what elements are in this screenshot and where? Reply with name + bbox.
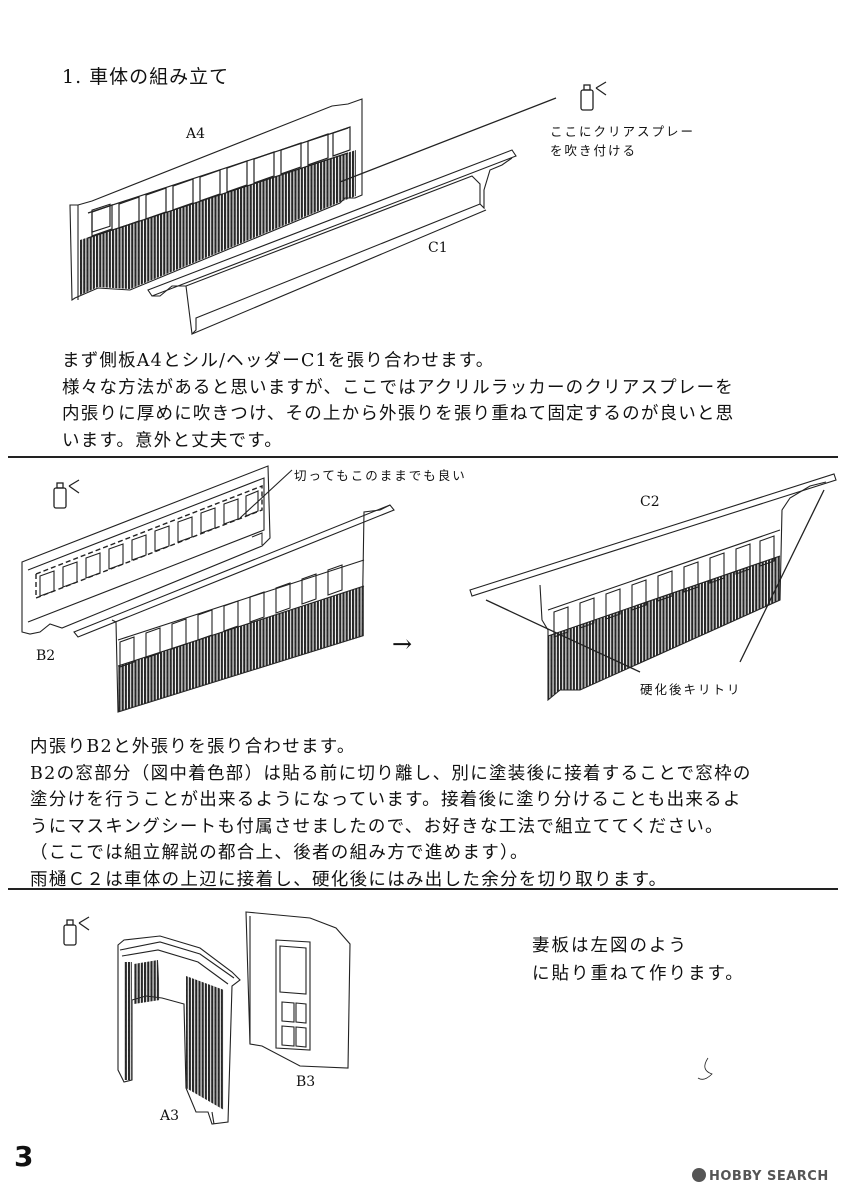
end-panel-a3 bbox=[117, 935, 241, 1125]
spray-can-icon-2 bbox=[53, 479, 80, 509]
spray-can-icon-3 bbox=[63, 916, 90, 946]
assembled-panel-c2 bbox=[469, 473, 837, 702]
part-label-c1: C1 bbox=[428, 240, 448, 256]
spray-leader-line bbox=[339, 97, 557, 183]
stray-mark bbox=[697, 1057, 713, 1080]
a4-windows bbox=[91, 126, 351, 237]
spray-note-line-1: ここにクリアスプレー bbox=[550, 124, 696, 139]
outer-side-panel bbox=[73, 504, 395, 713]
step1-line-4: います。意外と丈夫です。 bbox=[62, 430, 283, 451]
part-label-b2: B2 bbox=[36, 648, 56, 664]
arrow-right-icon: → bbox=[392, 630, 413, 658]
section-title: 1. 車体の組み立て bbox=[62, 66, 230, 88]
trim-note: 硬化後キリトリ bbox=[640, 682, 742, 697]
spray-note-line-2: を吹き付ける bbox=[550, 143, 638, 158]
cut-note-leader bbox=[239, 469, 293, 519]
watermark: HOBBY SEARCH bbox=[692, 1168, 829, 1184]
end-panel-b3 bbox=[245, 911, 351, 1069]
step2-line-1: 内張りB2と外張りを張り合わせます。 bbox=[30, 737, 356, 757]
watermark-text: HOBBY SEARCH bbox=[709, 1169, 829, 1184]
side-panel-a4 bbox=[69, 98, 363, 302]
step1-line-1: まず側板A4とシル/ヘッダーC1を張り合わせます。 bbox=[62, 351, 495, 371]
step1-line-2: 様々な方法があると思いますが、ここではアクリルラッカーのクリアスプレーを bbox=[62, 377, 734, 398]
spray-note: ここにクリアスプレー を吹き付ける bbox=[550, 122, 695, 160]
page-number: 3 bbox=[14, 1140, 34, 1173]
step2-line-4: うにマスキングシートも付属させましたので、お好きな工法で組立ててください。 bbox=[30, 816, 724, 837]
step2-line-5: （ここでは組立解説の都合上、後者の組み方で進めます）。 bbox=[30, 843, 529, 863]
step1-text: まず側板A4とシル/ヘッダーC1を張り合わせます。 様々な方法があると思いますが… bbox=[62, 348, 734, 454]
cut-note: 切ってもこのままでも良い bbox=[294, 468, 467, 483]
step2-line-6: 雨樋Ｃ２は車体の上辺に接着し、硬化後にはみ出した余分を切り取ります。 bbox=[30, 869, 668, 890]
part-label-b3: B3 bbox=[296, 1074, 316, 1090]
step2-text: 内張りB2と外張りを張り合わせます。 B2の窓部分（図中着色部）は貼る前に切り離… bbox=[30, 734, 752, 893]
step3-line-2: に貼り重ねて作ります。 bbox=[532, 964, 745, 984]
part-label-a4: A4 bbox=[186, 126, 206, 142]
section-divider-2 bbox=[8, 888, 838, 890]
trim-leader-lines bbox=[485, 489, 825, 673]
step2-line-2: B2の窓部分（図中着色部）は貼る前に切り離し、別に塗装後に接着することで窓枠の bbox=[30, 763, 752, 784]
step3-text: 妻板は左図のよう に貼り重ねて作ります。 bbox=[532, 932, 745, 988]
step1-line-3: 内張りに厚めに吹きつけ、その上から外張りを張り重ねて固定するのが良いと思 bbox=[62, 404, 735, 424]
step3-line-1: 妻板は左図のよう bbox=[532, 936, 688, 956]
part-label-a3: A3 bbox=[160, 1108, 180, 1124]
sill-header-c1 bbox=[147, 149, 517, 336]
part-label-c2: C2 bbox=[640, 494, 660, 510]
step2-line-3: 塗分けを行うことが出来るようになっています。接着後に塗り分けることも出来るよ bbox=[30, 790, 742, 810]
watermark-logo-icon bbox=[692, 1168, 706, 1182]
spray-can-icon bbox=[580, 81, 607, 111]
inner-panel-b2 bbox=[21, 465, 271, 635]
section-divider-1 bbox=[8, 456, 838, 458]
